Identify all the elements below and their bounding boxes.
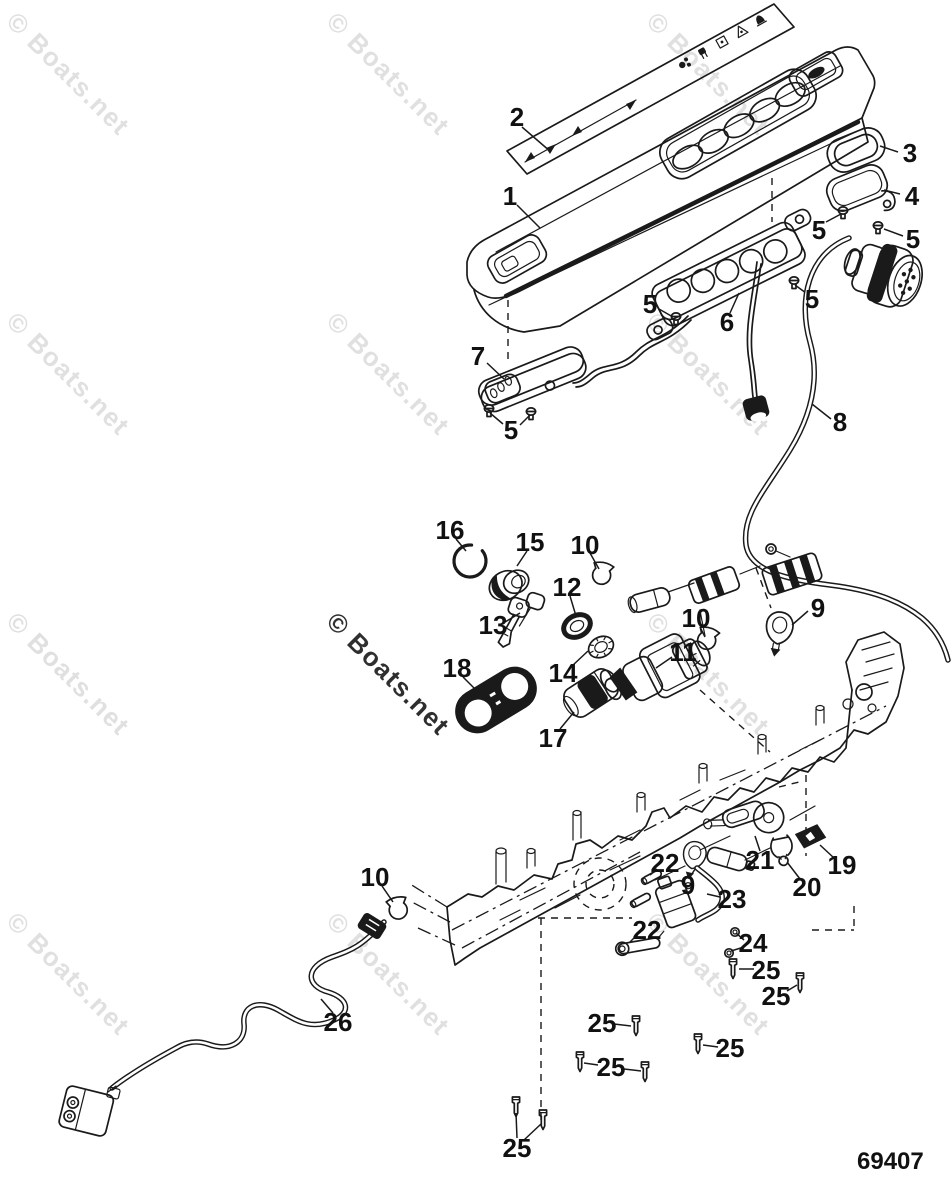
callout-part-5: 5 [642,289,658,319]
callout-part-2: 2 [509,102,525,132]
part-2-decal-strip [506,3,795,175]
decal-icon-bell [756,15,767,27]
callout-part-11: 11 [669,637,697,667]
callout-leader-lines [320,126,904,1141]
part-14-star-washer [587,635,615,659]
callout-part-25: 25 [751,955,781,985]
part-8-harness [627,235,951,663]
decal-icon-plug [698,47,708,59]
part-24-nuts [723,926,741,959]
part-9-lanyard-clip [682,840,707,880]
part-9-lanyard-clip [765,611,794,657]
callout-part-22: 22 [650,848,680,878]
part-22-pin [629,892,652,909]
switch-wiring [572,261,770,422]
callout-part-17: 17 [538,723,568,753]
part-10-clip [384,894,411,922]
callout-part-10: 10 [360,862,390,892]
callout-part-9: 9 [810,593,826,623]
callout-part-7: 7 [470,341,486,371]
switch-module [654,875,697,929]
part-7-trim-switch [477,346,587,413]
part-11-ignition-switch [604,633,711,702]
part-21-bracket [702,800,785,834]
callout-part-15: 15 [515,527,545,557]
part-22-pin [640,869,663,886]
decal-icon-warning-triangle [737,25,749,39]
callout-part-18: 18 [442,653,472,683]
part-19-tag [794,824,827,849]
part-20-clip [770,834,793,867]
assembly-dashed-lines [507,178,855,1124]
part-26-battery-cable [58,912,387,1137]
part-13-keys [497,591,546,648]
panel-button-tray [659,68,817,180]
callout-part-25: 25 [587,1008,617,1038]
callout-part-12: 12 [552,572,582,602]
callout-part-1: 1 [502,181,518,211]
callout-part-25: 25 [715,1033,745,1063]
callout-part-5: 5 [811,215,827,245]
eyelet-terminal [614,930,665,957]
callout-part-13: 13 [478,610,508,640]
callout-part-16: 16 [435,515,465,545]
part-10-clip [588,559,616,588]
callout-part-6: 6 [719,307,735,337]
part-18-decal-plate [455,666,537,734]
part-4-cover-plate [825,164,896,212]
callout-part-8: 8 [832,407,848,437]
manifold-assembly [409,631,905,966]
callout-part-10: 10 [681,603,711,633]
callout-part-25: 25 [596,1052,626,1082]
callout-part-24: 24 [738,928,768,958]
callout-part-3: 3 [902,138,918,168]
callout-part-19: 19 [827,850,857,880]
callout-part-5: 5 [905,224,921,254]
round-multi-pin-connector [843,243,923,308]
part-16-retaining-ring [452,543,488,579]
callout-part-10: 10 [570,530,600,560]
callout-part-5: 5 [503,415,519,445]
part-12-ring [561,612,593,640]
callout-part-21: 21 [745,845,775,875]
callout-part-5: 5 [804,284,820,314]
decal-icon-square [715,35,729,49]
part-23-sensor [706,846,756,872]
panel-keyswitch-hole [788,51,844,97]
callout-part-23: 23 [717,884,747,914]
callout-part-9: 9 [680,870,696,900]
callout-part-4: 4 [904,181,920,211]
panel-trim-switch-hole [486,234,548,284]
cable-connector-block [58,1085,121,1137]
callout-part-25: 25 [761,981,791,1011]
diagram-number: 69407 [857,1148,924,1175]
callout-part-22: 22 [632,915,662,945]
part-15-bezel-nut [488,569,530,602]
callout-part-26: 26 [323,1007,353,1037]
callout-part-25: 25 [502,1133,532,1163]
part-17-switch-body [562,668,620,718]
callout-part-14: 14 [548,658,578,688]
callout-part-20: 20 [792,872,822,902]
part-1-dash-panel [466,46,876,333]
part-3-grommet [826,127,886,173]
decal-icon-propeller [679,57,691,69]
